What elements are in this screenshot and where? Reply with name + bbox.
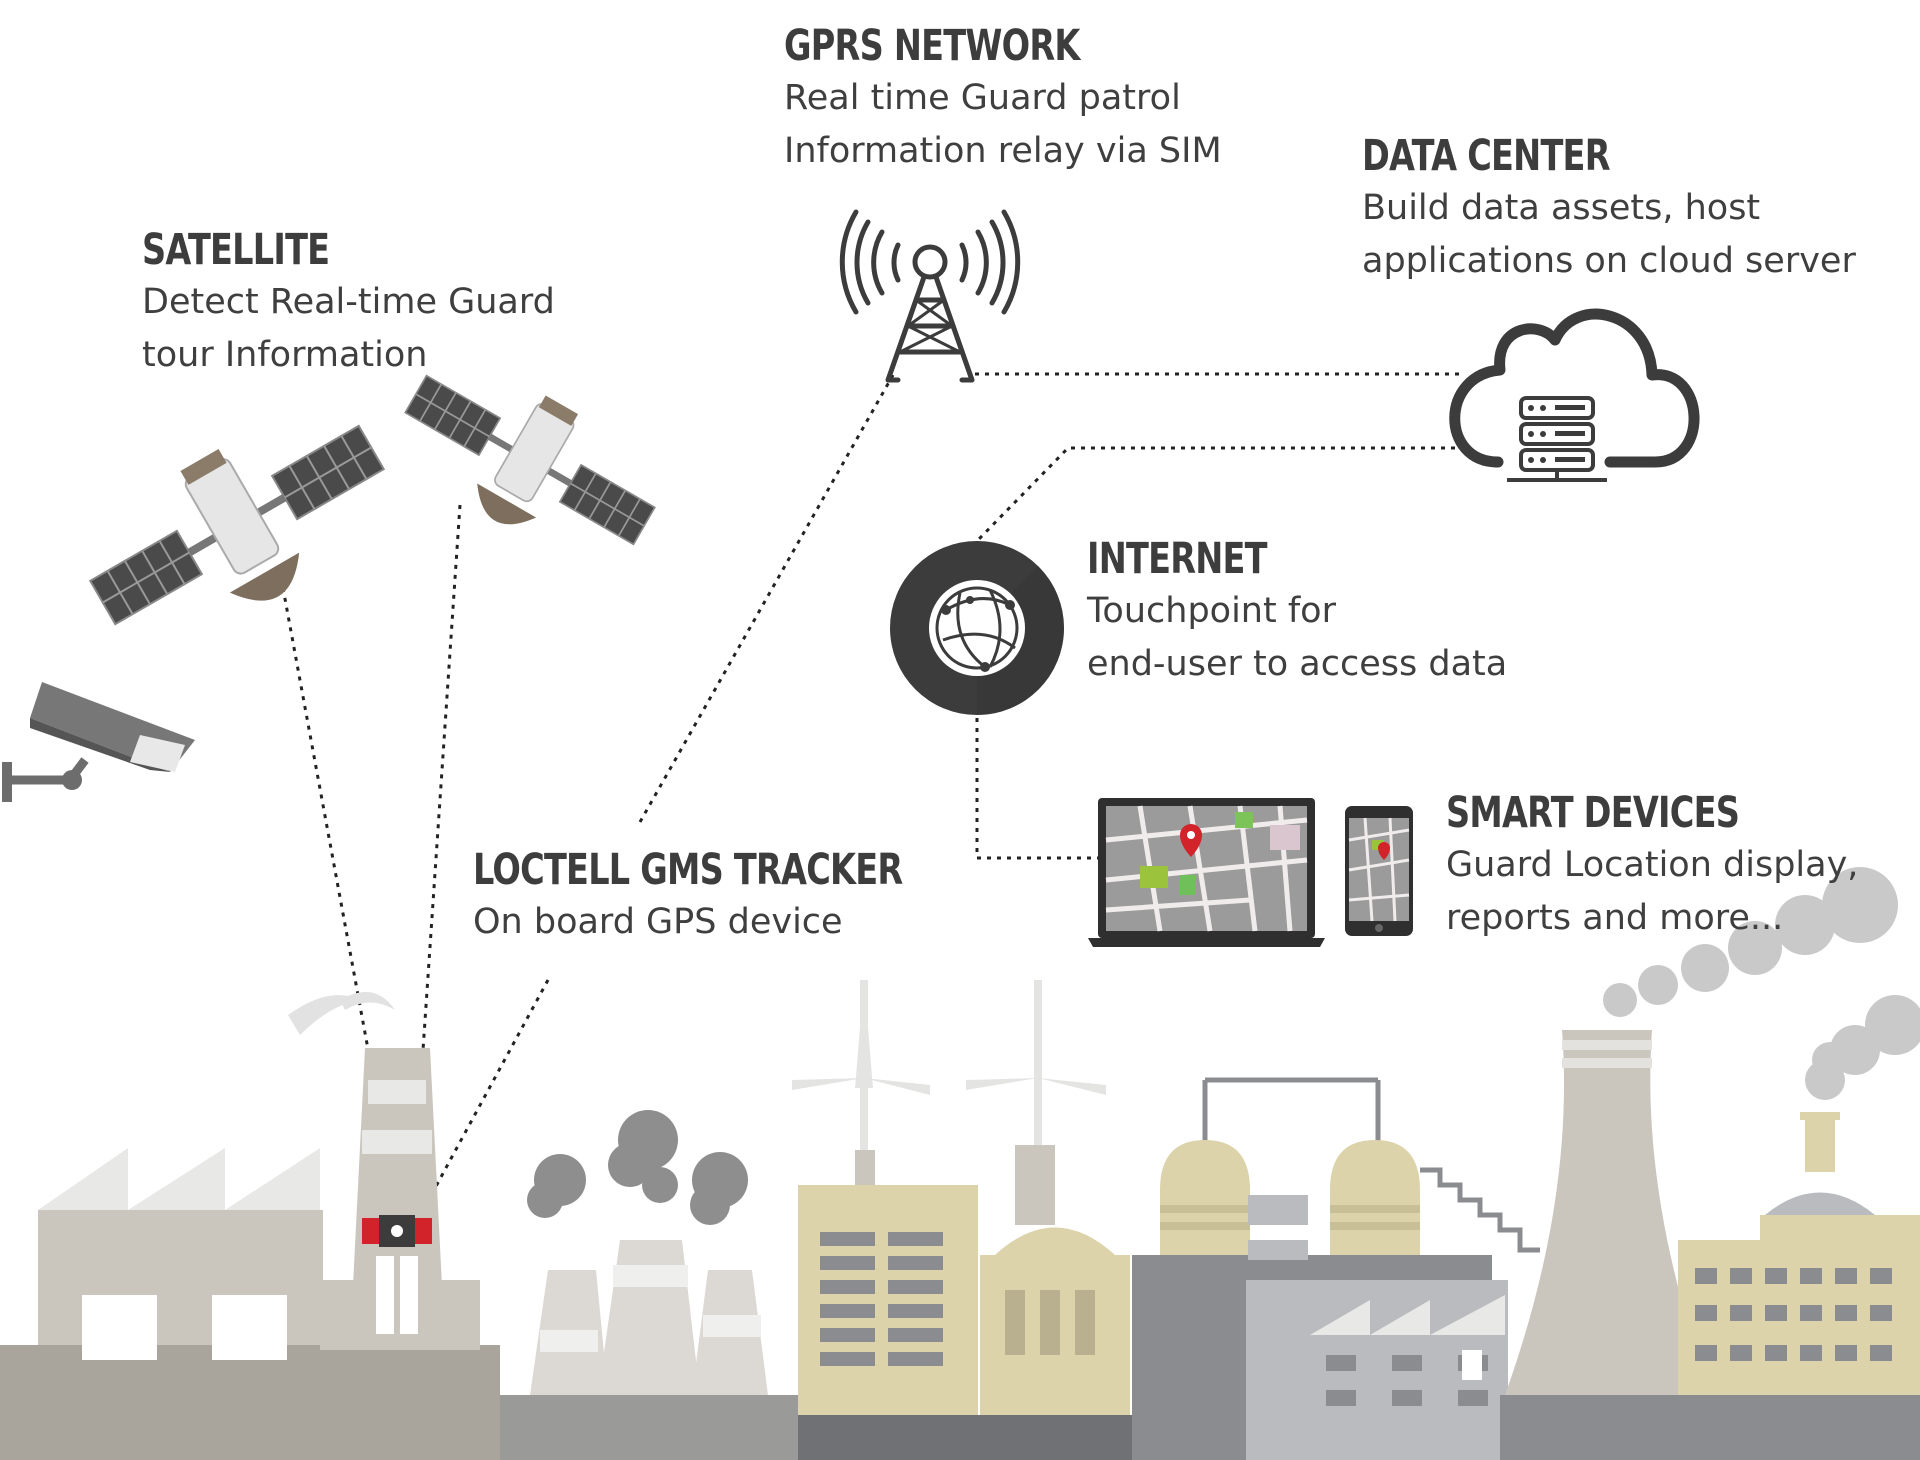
gprs-network-title: GPRS NETWORK [784,21,1080,71]
data-center-line-2: applications on cloud server [1362,241,1856,281]
tracker-to-tower-line [638,374,895,823]
connector-lines [281,372,1465,1213]
smart-devices-label: SMART DEVICES Guard Location display, re… [1446,787,1858,945]
cloud-server-icon [1449,308,1700,482]
satellite-label: SATELLITE Detect Real-time Guard tour In… [142,224,555,382]
tracker-to-tower-line-lower [420,979,550,1213]
tracker-title: LOCTELL GMS TRACKER [473,845,903,895]
satellite-icon [88,424,386,626]
smart-devices-title: SMART DEVICES [1446,788,1740,838]
satellite-line-1: Detect Real-time Guard [142,282,555,322]
industrial-skyline [0,867,1920,1460]
smart-devices-line-2: reports and more... [1446,898,1784,938]
data-center-title: DATA CENTER [1362,131,1611,181]
internet-line-1: Touchpoint for [1087,591,1336,631]
gps-tracker-icon [362,1215,432,1247]
data-center-label: DATA CENTER Build data assets, host appl… [1362,130,1856,288]
globe-icon [890,541,1064,715]
cell-tower-icon [839,209,1021,383]
satellite-title: SATELLITE [142,225,330,275]
cloud-to-internet-line [976,446,1465,542]
cctv-camera-icon [2,682,195,802]
gprs-network-label: GPRS NETWORK Real time Guard patrol Info… [784,20,1222,178]
internet-to-devices-line [975,718,1098,860]
tracker-label: LOCTELL GMS TRACKER On board GPS device [473,844,1024,949]
gprs-network-line-2: Information relay via SIM [784,131,1222,171]
data-center-line-1: Build data assets, host [1362,188,1761,228]
laptop-map-icon [1088,798,1413,947]
internet-label: INTERNET Touchpoint for end-user to acce… [1087,533,1507,691]
smart-devices-line-1: Guard Location display, [1446,845,1859,885]
satellite-icon [404,374,656,546]
gprs-network-line-1: Real time Guard patrol [784,78,1181,118]
internet-line-2: end-user to access data [1087,644,1508,684]
satellite-line-2: tour Information [142,335,428,375]
internet-title: INTERNET [1087,534,1268,584]
tracker-line-1: On board GPS device [473,902,843,942]
